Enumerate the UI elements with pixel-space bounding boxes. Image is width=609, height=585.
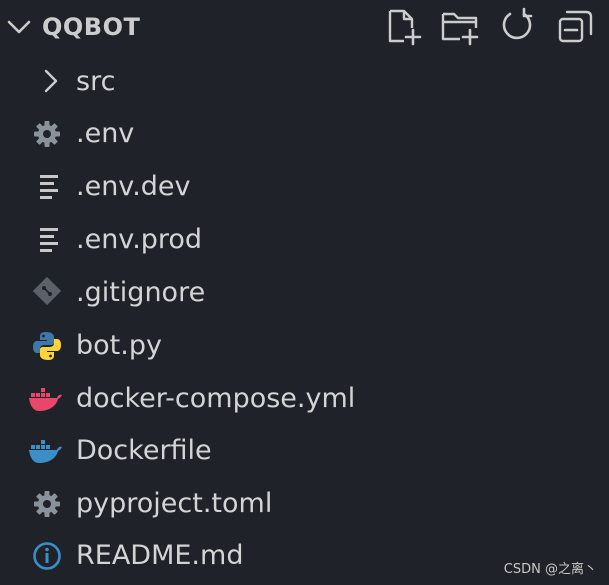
tree-item-label: docker-compose.yml	[76, 383, 356, 414]
tree-item-label: .env.dev	[76, 171, 191, 202]
docker-icon	[28, 435, 62, 467]
tree-item-dockerfile[interactable]: Dockerfile	[0, 425, 609, 477]
gear-icon	[30, 118, 64, 150]
refresh-button[interactable]	[497, 6, 537, 46]
tree-item-label: README.md	[76, 540, 244, 571]
python-icon	[30, 330, 64, 362]
tree-item-readme[interactable]: README.md	[0, 530, 609, 582]
tree-item-label: .env.prod	[76, 224, 203, 255]
new-file-icon	[388, 9, 422, 46]
tree-item-label: pyproject.toml	[76, 488, 273, 519]
lines-icon	[36, 224, 70, 256]
lines-icon	[36, 171, 70, 203]
explorer-header[interactable]: QQBOT	[0, 0, 609, 54]
tree-item-env-prod[interactable]: .env.prod	[0, 214, 609, 266]
tree-item-gitignore[interactable]: .gitignore	[0, 267, 609, 319]
tree-item-label: .gitignore	[76, 277, 206, 308]
explorer-title: QQBOT	[42, 13, 141, 41]
docker-icon	[28, 383, 62, 415]
new-folder-button[interactable]	[440, 6, 480, 46]
tree-item-src[interactable]: src	[0, 56, 609, 108]
watermark: CSDN @之离丶	[503, 562, 597, 577]
gear-icon	[30, 488, 64, 520]
git-icon	[30, 277, 64, 309]
collapse-all-button[interactable]	[556, 6, 596, 46]
refresh-icon	[502, 7, 533, 40]
new-file-button[interactable]	[384, 6, 424, 46]
tree-item-label: .env	[76, 118, 135, 149]
collapse-all-icon	[558, 10, 593, 43]
tree-item-bot-py[interactable]: bot.py	[0, 320, 609, 372]
tree-item-label: bot.py	[76, 330, 162, 361]
chevron-right-icon	[36, 66, 70, 98]
tree-item-pyproject[interactable]: pyproject.toml	[0, 478, 609, 530]
tree-item-label: Dockerfile	[76, 435, 212, 466]
tree-item-env[interactable]: .env	[0, 108, 609, 160]
new-folder-icon	[441, 12, 479, 46]
chevron-down-icon[interactable]	[5, 15, 33, 39]
tree-item-env-dev[interactable]: .env.dev	[0, 161, 609, 213]
tree-item-label: src	[76, 66, 116, 97]
tree-item-docker-compose[interactable]: docker-compose.yml	[0, 373, 609, 425]
info-icon	[30, 540, 64, 572]
